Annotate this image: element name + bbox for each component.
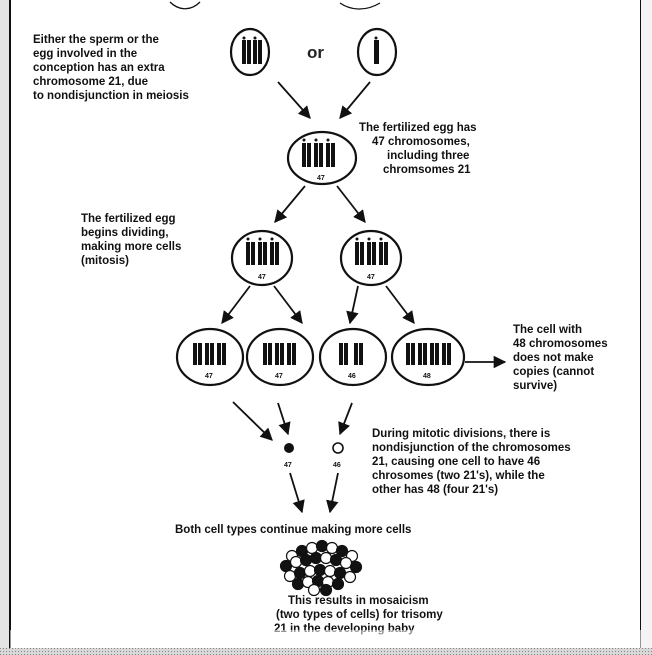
arrow-egg-to-egg <box>339 81 371 119</box>
mosaic-cell-cluster <box>275 539 369 597</box>
cell-count-label: 46 <box>348 373 356 380</box>
mosaic-cell <box>325 541 339 555</box>
cell-count-label: 47 <box>317 175 325 182</box>
mosaic-cell <box>313 563 327 577</box>
cell48-label: The cell with 48 chromosomes does not ma… <box>513 324 611 392</box>
mosaic-cell <box>339 556 353 570</box>
cell-count-label: 47 <box>367 274 375 281</box>
arrow-down-right <box>326 472 339 514</box>
mosaic-cell <box>299 553 313 567</box>
small-cell-47-count: 47 <box>284 462 292 469</box>
mosaic-cell <box>315 539 329 553</box>
fertilized-egg-cell: 47 <box>286 130 358 186</box>
sperm-tail-right <box>339 2 381 10</box>
mosaic-cell <box>329 553 343 567</box>
fertilized-label: The fertilized egg has 47 chromosomes, i… <box>359 122 480 176</box>
dividing-label: The fertilized egg begins dividing, maki… <box>81 213 185 267</box>
mosaic-cell <box>343 570 357 584</box>
mosaic-cell <box>293 566 307 580</box>
row3-cell-1: 47 <box>175 327 245 387</box>
small-cell-46 <box>332 442 344 454</box>
both-label: Both cell types continue making more cel… <box>175 524 411 536</box>
gamete-normal <box>356 27 398 77</box>
row2-cell-right: 47 <box>339 229 403 287</box>
arrow-small-3 <box>338 402 353 436</box>
left-margin <box>0 0 10 655</box>
gamete-extra-21 <box>229 27 271 77</box>
row2-cell-left: 47 <box>230 229 294 287</box>
small-cell-47 <box>284 443 294 453</box>
or-label: or <box>307 43 324 62</box>
mosaic-cell <box>291 577 305 591</box>
arrow-sperm-to-egg <box>277 81 311 119</box>
row3-cell-2: 47 <box>245 327 315 387</box>
arrow-to-row2-right <box>336 185 366 223</box>
arrow-row3-4 <box>385 285 415 325</box>
mosaic-cell <box>305 541 319 555</box>
mosaic-cell <box>319 551 333 565</box>
mosaic-cell <box>309 551 323 565</box>
mosaic-cell <box>289 555 303 569</box>
cropped-fade <box>10 630 641 648</box>
mosaic-cell <box>319 583 333 597</box>
arrow-row3-2 <box>273 285 303 325</box>
cell-count-label: 47 <box>258 274 266 281</box>
mosaic-cell <box>307 583 321 597</box>
mitotic-label: During mitotic divisions, there is nondi… <box>372 428 574 496</box>
arrow-row3-3 <box>346 285 359 325</box>
bottom-strip <box>0 648 652 655</box>
mosaic-cell <box>303 564 317 578</box>
cell-count-label: 48 <box>423 373 431 380</box>
mosaic-cell <box>323 564 337 578</box>
row3-cell-3: 46 <box>318 327 388 387</box>
mosaic-cell <box>333 566 347 580</box>
mosaic-cell <box>279 559 293 573</box>
cell-count-label: 47 <box>205 373 213 380</box>
conception-label: Either the sperm or the egg involved in … <box>33 34 189 102</box>
arrow-small-2 <box>277 402 291 436</box>
row3-cell-4: 48 <box>390 327 466 387</box>
mosaic-cell <box>349 560 363 574</box>
sperm-tail-left <box>169 1 201 10</box>
arrow-small-1 <box>232 401 273 441</box>
arrow-down-left <box>289 472 305 514</box>
mosaic-cell <box>335 544 349 558</box>
mosaic-cell <box>331 577 345 591</box>
cell-count-label: 47 <box>275 373 283 380</box>
arrow-to-row2-left <box>274 185 306 223</box>
small-cell-46-count: 46 <box>333 462 341 469</box>
arrow-row3-1 <box>221 285 251 325</box>
